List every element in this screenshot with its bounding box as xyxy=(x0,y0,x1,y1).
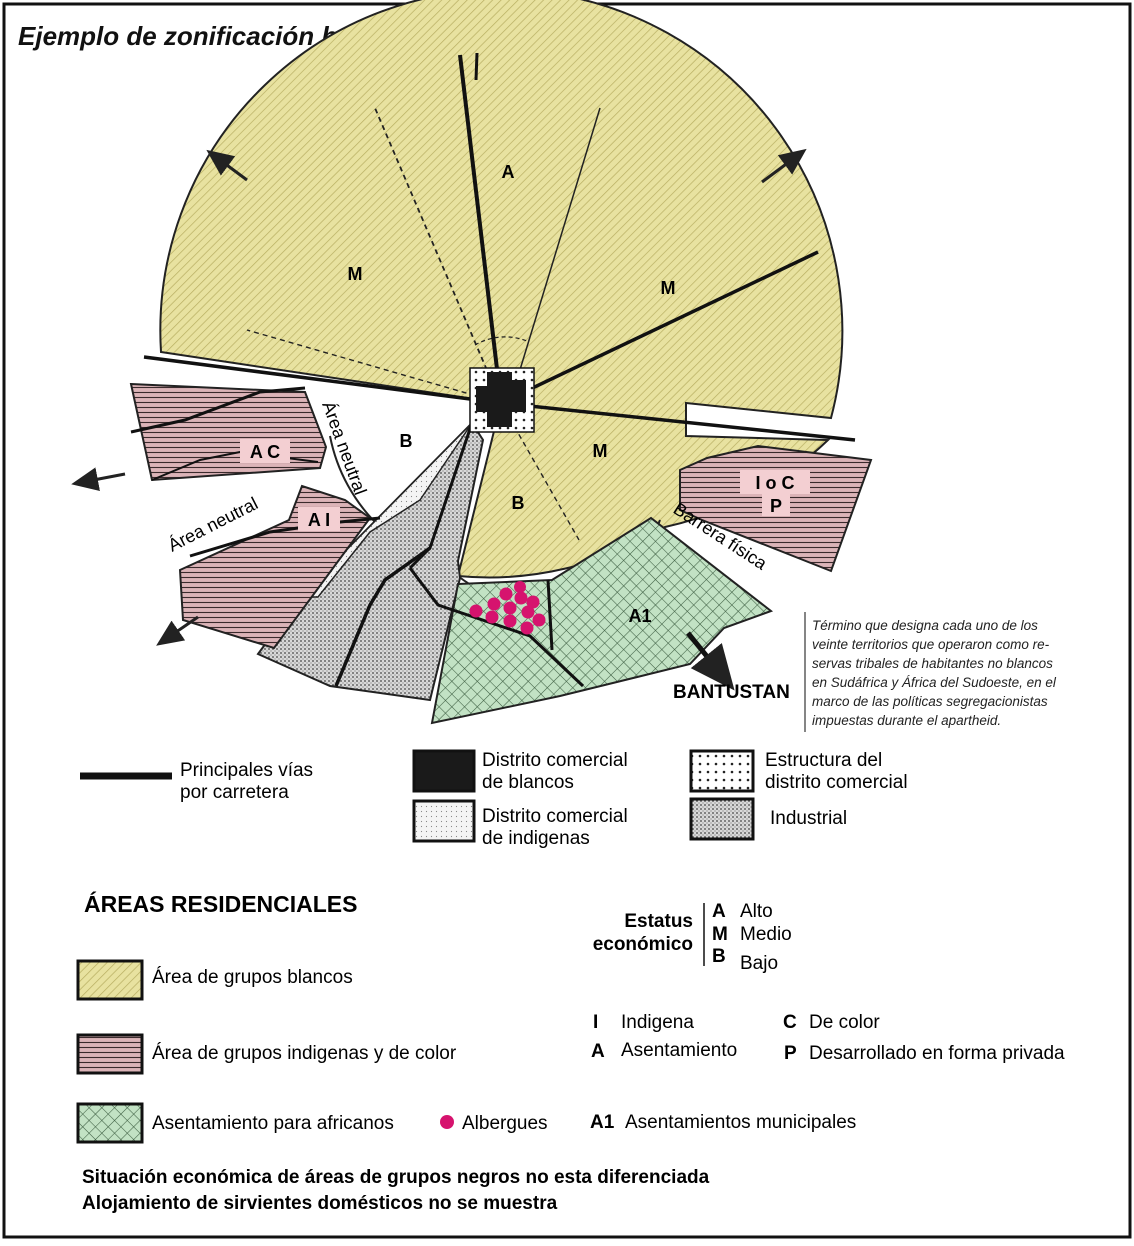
footnote-1: Situación económica de áreas de grupos n… xyxy=(82,1167,710,1188)
industrial-road xyxy=(334,546,432,687)
legend-hostel-label: Albergues xyxy=(462,1113,548,1134)
main-road-north xyxy=(458,54,503,404)
legend-white-group-swatch xyxy=(76,959,144,1001)
zone-label-B: B xyxy=(400,431,413,451)
legend-cbd-frame-line2: distrito comercial xyxy=(765,772,908,793)
settlement-road xyxy=(408,567,585,688)
code-P: P xyxy=(784,1043,797,1064)
main-road-northeast xyxy=(500,250,819,405)
zone-label-M: M xyxy=(348,264,363,284)
legend-indigenous-cbd-swatch xyxy=(412,799,476,843)
definition-line: Término que designa cada uno de los xyxy=(812,618,1038,633)
status-label-alto: Alto xyxy=(740,901,773,922)
label-box xyxy=(298,507,340,531)
legend-colored-group-swatch xyxy=(76,1033,144,1075)
footnote-2: Alojamiento de sirvientes domésticos no … xyxy=(82,1193,558,1214)
zone-label-M: M xyxy=(661,278,676,298)
settlement-road xyxy=(546,579,554,651)
code-I: I xyxy=(593,1012,598,1033)
status-title-line1: Estatus xyxy=(624,911,693,932)
legend-colored-group-label: Área de grupos indigenas y de color xyxy=(152,1043,457,1064)
code-C: C xyxy=(783,1012,797,1033)
legend-white-cbd-line2: de blancos xyxy=(482,772,574,793)
definition-line: veinte territorios que operaron como re- xyxy=(812,637,1050,652)
definition-line: servas tribales de habitantes no blancos xyxy=(812,656,1053,671)
legend-settlement-swatch xyxy=(76,1102,144,1144)
sector-divider xyxy=(246,329,502,404)
legend-indigenous-cbd-line1: Distrito comercial xyxy=(482,806,628,827)
code-A1-label: Asentamientos municipales xyxy=(625,1112,856,1133)
code-A: A xyxy=(591,1041,605,1062)
status-code-A: A xyxy=(712,901,726,922)
road-tick xyxy=(474,52,479,81)
label-box xyxy=(740,470,810,494)
code-I-label: Indigena xyxy=(621,1012,694,1033)
definition-line: impuestas durante el apartheid. xyxy=(812,713,1001,728)
white-group-area xyxy=(159,0,844,579)
zone-label-IoC: I o C xyxy=(756,473,795,493)
legend-industrial-swatch xyxy=(689,797,755,841)
white-cbd xyxy=(476,372,526,427)
status-code-B: B xyxy=(712,946,726,967)
legend-white-group-label: Área de grupos blancos xyxy=(152,967,353,988)
status-label-medio: Medio xyxy=(740,924,792,945)
legend-cbd-frame-line1: Estructura del xyxy=(765,750,882,771)
definition-line: marco de las políticas segregacionistas xyxy=(812,694,1048,709)
legend-roads-line1: Principales vías xyxy=(180,760,313,781)
code-C-label: De color xyxy=(809,1012,880,1033)
legend-industrial-label: Industrial xyxy=(770,808,847,829)
label-box xyxy=(240,439,290,463)
zone-label-P: P xyxy=(770,496,782,516)
direction-arrow xyxy=(206,149,248,182)
code-A-label: Asentamiento xyxy=(621,1040,737,1061)
zone-label-B: B xyxy=(512,493,525,513)
label-box xyxy=(762,494,790,516)
main-road-east xyxy=(500,401,856,442)
main-road-west xyxy=(143,355,502,405)
road-left xyxy=(130,386,306,434)
zone-label-M: M xyxy=(593,441,608,461)
legend-indigenous-cbd-line2: de indigenas xyxy=(482,828,590,849)
legend-white-cbd-swatch xyxy=(412,749,476,793)
bantustan-label: BANTUSTAN xyxy=(673,682,790,703)
zone-label-AC: A C xyxy=(250,442,280,462)
zone-label-A: A xyxy=(502,162,515,182)
sector-divider xyxy=(518,107,601,374)
definition-line: en Sudáfrica y África del Sudoeste, en e… xyxy=(812,675,1057,690)
code-P-label: Desarrollado en forma privada xyxy=(809,1043,1065,1064)
legend-roads-line2: por carretera xyxy=(180,782,289,803)
code-A1: A1 xyxy=(590,1112,615,1133)
legend-white-cbd-line1: Distrito comercial xyxy=(482,750,628,771)
african-settlement-area xyxy=(430,516,774,725)
bantustan-definition: Término que designa cada uno de los vein… xyxy=(812,618,1057,728)
legend-cbd-frame-swatch xyxy=(689,749,755,793)
status-code-M: M xyxy=(712,924,728,945)
direction-arrow xyxy=(761,148,807,184)
bantustan-arrow xyxy=(686,631,735,691)
zone-label-A1: A1 xyxy=(628,606,651,626)
direction-arrow xyxy=(156,615,199,646)
residential-heading: ÁREAS RESIDENCIALES xyxy=(84,890,357,917)
status-title-line2: económico xyxy=(593,934,693,955)
colored-area-AC xyxy=(129,382,328,482)
industrial-road xyxy=(408,422,474,570)
legend-hostel-swatch xyxy=(440,1115,454,1129)
zone-label-AI: A I xyxy=(308,510,330,530)
legend-settlement-label: Asentamiento para africanos xyxy=(152,1113,394,1134)
direction-arrow xyxy=(71,467,126,491)
hostels-cluster xyxy=(469,581,546,635)
status-label-bajo: Bajo xyxy=(740,953,778,974)
